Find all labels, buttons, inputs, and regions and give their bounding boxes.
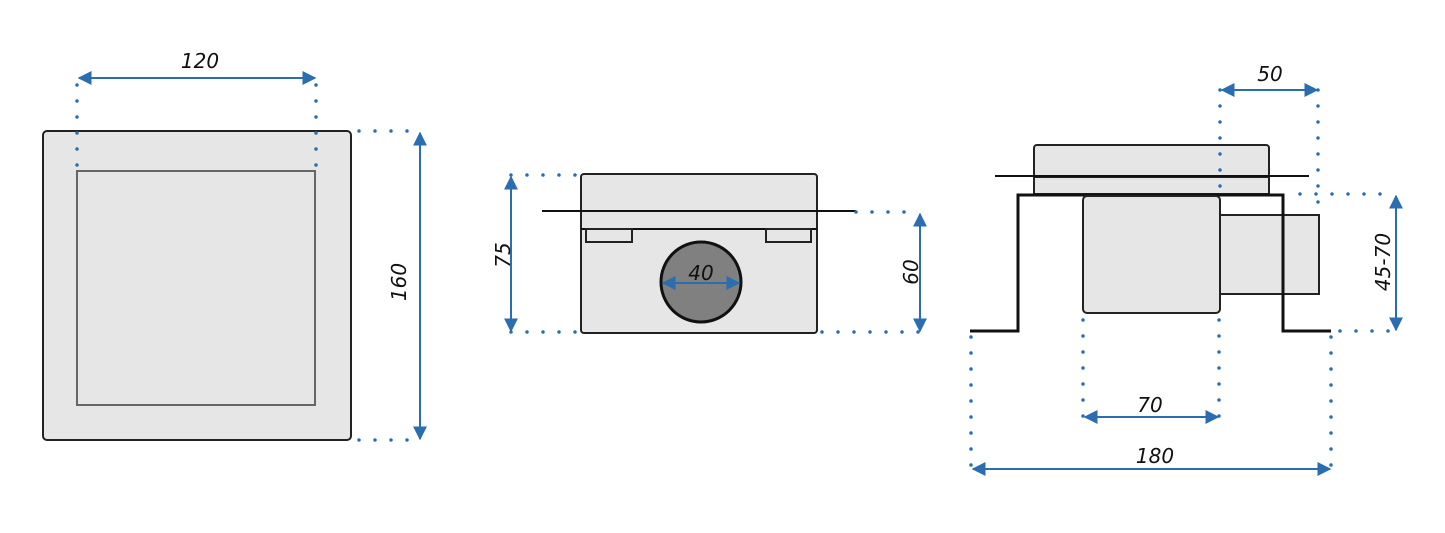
dimension-label-height: 160 [387, 263, 411, 301]
dimension-label-adjustable-height: 45-70 [1371, 233, 1395, 291]
dimension-label-total: 180 [1136, 444, 1174, 468]
flange-band [1033, 176, 1270, 195]
dimension-label-body: 70 [1137, 393, 1162, 417]
dimension-label-height: 75 [491, 242, 515, 267]
tab-left [585, 228, 633, 243]
dimension-label-width: 120 [181, 49, 219, 73]
dimension-label-outlet: 50 [1257, 62, 1282, 86]
grate-inner [76, 170, 316, 406]
trap-body [1082, 195, 1221, 314]
profile-view: 50 45-70 70 180 [969, 62, 1403, 476]
tab-right [765, 228, 812, 243]
grate-outer [42, 130, 352, 441]
dimension-label-diameter: 40 [688, 261, 713, 285]
grate-top [1033, 144, 1270, 178]
dimension-label-inner-height: 60 [899, 259, 923, 284]
front-view: 120 160 [42, 49, 427, 442]
outlet-pipe [1219, 214, 1320, 295]
side-view: 40 75 60 [491, 173, 927, 334]
